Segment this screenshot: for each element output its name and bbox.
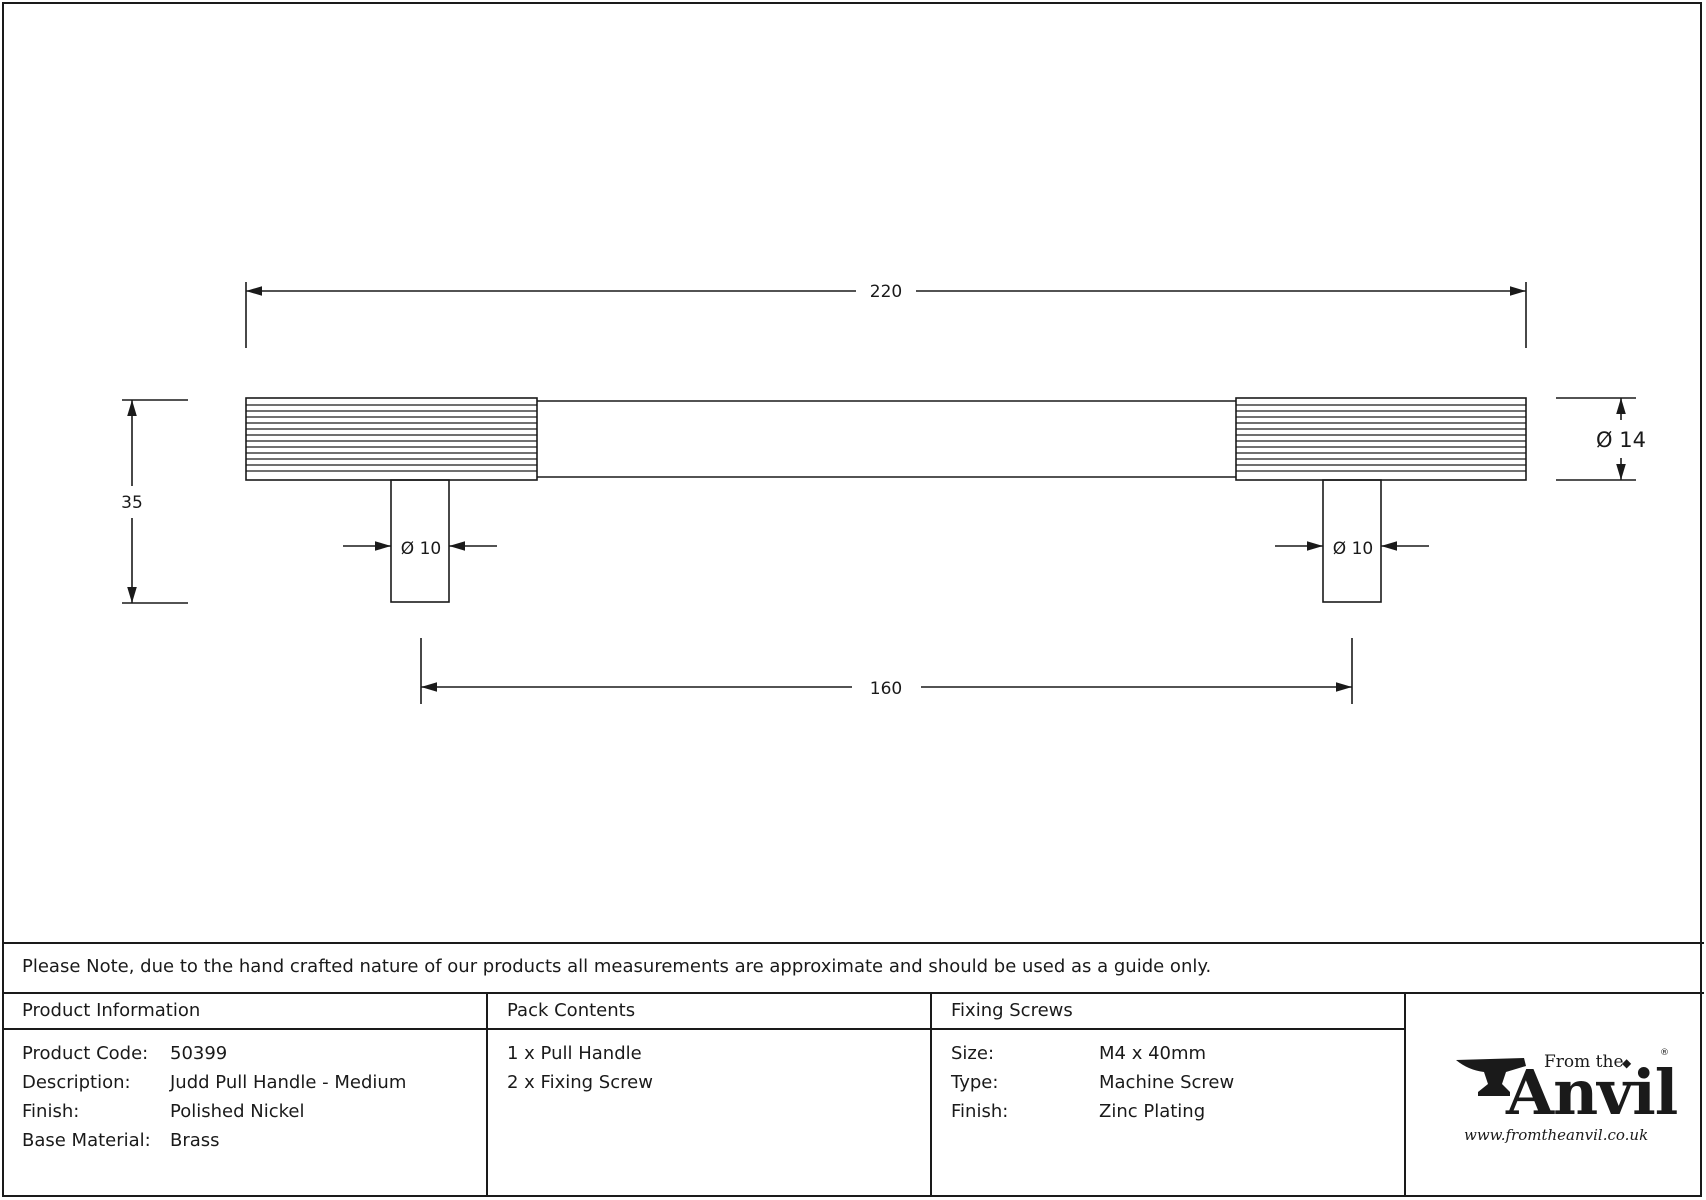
height-dimension [122, 399, 188, 604]
finish-label: Finish: [22, 1101, 80, 1122]
screw-size-label: Size: [951, 1043, 995, 1064]
overall-length-label: 220 [870, 282, 902, 302]
product-information-heading: Product Information [22, 1000, 201, 1021]
screw-finish-label: Finish: [951, 1101, 1009, 1122]
fixing-screws-heading: Fixing Screws [951, 1000, 1073, 1021]
leg-diameter-left-label: Ø 10 [401, 539, 441, 559]
centres-dimension [420, 638, 1353, 704]
leg-diameter-right-label: Ø 10 [1333, 539, 1373, 559]
leg-left [390, 479, 450, 603]
pack-item-pull-handle: 1 x Pull Handle [507, 1043, 642, 1064]
pack-item-fixing-screw: 2 x Fixing Screw [507, 1072, 653, 1093]
knurl-grip-left [246, 404, 537, 472]
leg-right [1322, 479, 1382, 603]
pack-contents-heading: Pack Contents [507, 1000, 636, 1021]
measurement-note: Please Note, due to the hand crafted nat… [22, 956, 1212, 977]
base-material-label: Base Material: [22, 1130, 151, 1151]
bar-diameter-label: Ø 14 [1596, 428, 1646, 452]
screw-size-value: M4 x 40mm [1099, 1043, 1207, 1064]
logo-from-the: From the [1544, 1052, 1624, 1072]
logo-registered-mark: ® [1660, 1048, 1669, 1058]
finish-value: Polished Nickel [170, 1101, 305, 1122]
anvil-icon [1456, 1058, 1526, 1096]
knurl-grip-right [1236, 404, 1526, 472]
screw-type-label: Type: [951, 1072, 999, 1093]
logo-url: www.fromtheanvil.co.uk [1464, 1126, 1649, 1144]
handle-bar [245, 397, 1527, 481]
logo-anvil-wordmark: Anvil [1506, 1056, 1678, 1129]
diamond-icon: ◆ [1622, 1056, 1632, 1070]
info-table-frame [2, 942, 1704, 1197]
description-label: Description: [22, 1072, 131, 1093]
product-code-label: Product Code: [22, 1043, 149, 1064]
height-label: 35 [121, 493, 143, 513]
screw-finish-value: Zinc Plating [1099, 1101, 1206, 1122]
overall-length-dimension [245, 282, 1527, 348]
screw-type-value: Machine Screw [1099, 1072, 1235, 1093]
from-the-anvil-logo: From the ◆ ® Anvil www.fromtheanvil.co.u… [1450, 1046, 1678, 1146]
base-material-value: Brass [170, 1130, 220, 1151]
description-value: Judd Pull Handle - Medium [170, 1072, 407, 1093]
product-code-value: 50399 [170, 1043, 228, 1064]
centres-label: 160 [870, 679, 902, 699]
bar-diameter-dimension [1556, 397, 1636, 481]
